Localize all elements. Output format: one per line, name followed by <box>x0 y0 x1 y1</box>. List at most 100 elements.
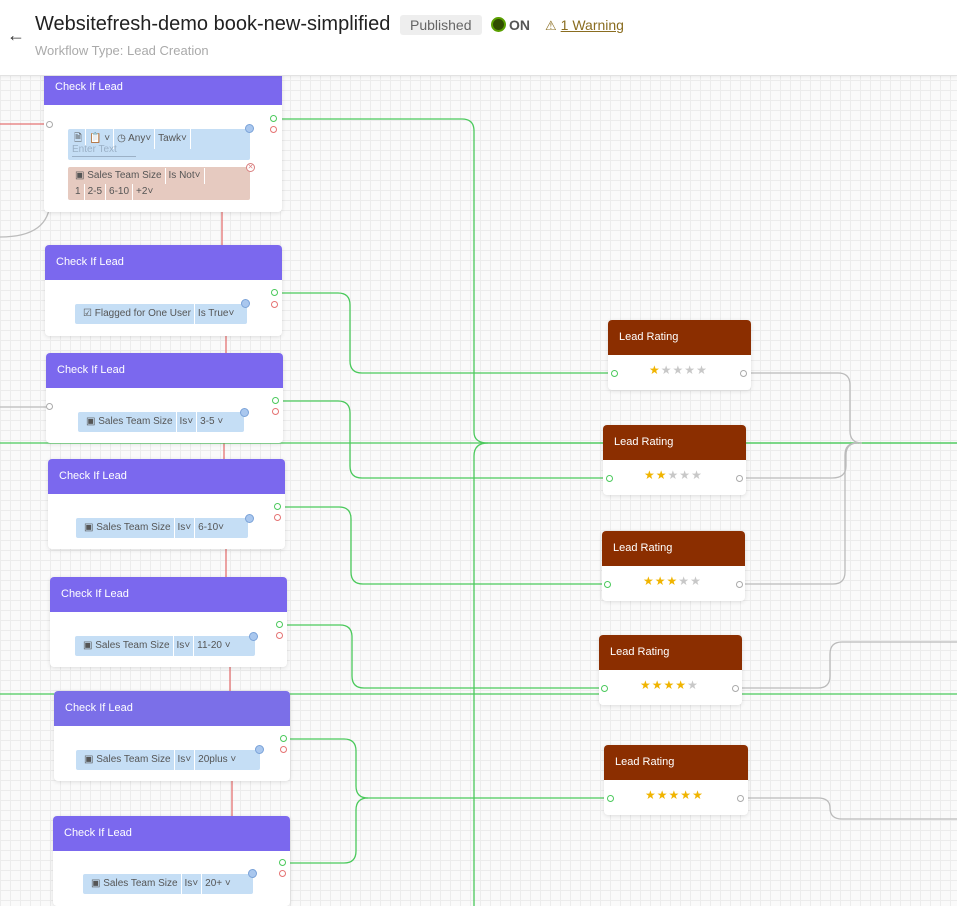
condition-rule[interactable]: 🗎📋 ˅◷ Any˅Tawk˅ Enter Text <box>68 129 250 160</box>
value-label: 6-10 <box>198 522 219 533</box>
input-port[interactable] <box>606 475 613 482</box>
value-chip[interactable]: 6-10 <box>106 184 134 200</box>
input-port[interactable] <box>611 370 618 377</box>
field-selector[interactable]: ☑ Flagged for One User <box>80 304 195 324</box>
operator-selector[interactable]: Is˅ <box>175 750 196 770</box>
output-port[interactable] <box>732 685 739 692</box>
field-selector[interactable]: ▣ Sales Team Size <box>80 636 174 656</box>
true-link <box>280 624 604 689</box>
toggle-on-icon[interactable] <box>491 17 506 32</box>
output-port[interactable] <box>740 370 747 377</box>
operator-selector[interactable]: Is˅ <box>174 636 195 656</box>
more-values[interactable]: +2˅ <box>136 186 154 197</box>
value-selector[interactable]: 3-5 ˅ <box>200 416 224 427</box>
operator-selector[interactable]: Is True˅ <box>197 308 235 319</box>
false-port[interactable] <box>272 408 279 415</box>
node-title: Lead Rating <box>599 635 742 670</box>
connect-port[interactable] <box>249 632 258 641</box>
connect-port[interactable] <box>240 408 249 417</box>
output-port[interactable] <box>736 475 743 482</box>
operator-selector[interactable]: Is Not˅ <box>166 168 205 184</box>
input-port[interactable] <box>607 795 614 802</box>
value-selector[interactable]: 20+ ˅ <box>205 878 231 889</box>
star-filled-icon: ★ <box>680 788 693 802</box>
file-icon[interactable]: 🗎 <box>71 129 87 149</box>
any-selector[interactable]: ◷ Any˅ <box>114 129 156 149</box>
false-port[interactable] <box>280 746 287 753</box>
connect-port[interactable] <box>245 514 254 523</box>
operator-selector[interactable]: Is˅ <box>182 874 203 894</box>
false-port[interactable] <box>279 870 286 877</box>
false-port[interactable] <box>270 126 277 133</box>
operator-selector[interactable]: Is˅ <box>177 412 198 432</box>
true-port[interactable] <box>280 735 287 742</box>
input-port[interactable] <box>604 581 611 588</box>
true-port[interactable] <box>272 397 279 404</box>
default-link <box>736 641 957 689</box>
remove-rule-icon[interactable]: ✕ <box>246 163 255 172</box>
enter-text-input[interactable]: Enter Text <box>72 144 136 157</box>
value-selector[interactable]: 11-20 ˅ <box>197 640 231 651</box>
value-chip[interactable]: 2-5 <box>85 184 107 200</box>
false-port[interactable] <box>276 632 283 639</box>
field-selector[interactable]: ▣ Sales Team Size <box>72 168 166 184</box>
true-port[interactable] <box>271 289 278 296</box>
star-empty-icon: ★ <box>690 574 702 588</box>
tawk-selector[interactable]: Tawk˅ <box>155 129 191 149</box>
true-link <box>274 118 957 444</box>
true-link <box>278 506 606 585</box>
connect-port[interactable] <box>248 869 257 878</box>
output-port[interactable] <box>737 795 744 802</box>
true-port[interactable] <box>276 621 283 628</box>
output-port[interactable] <box>736 581 743 588</box>
true-port[interactable] <box>279 859 286 866</box>
true-port[interactable] <box>270 115 277 122</box>
lead-rating-node[interactable]: Lead Rating ★★★★★ <box>603 425 746 495</box>
input-port[interactable] <box>46 403 53 410</box>
false-port[interactable] <box>274 514 281 521</box>
node-title: Check If Lead <box>45 245 282 280</box>
field-selector[interactable]: ▣ Sales Team Size <box>81 518 175 538</box>
field-selector[interactable]: ▣ Sales Team Size <box>81 750 175 770</box>
true-port[interactable] <box>274 503 281 510</box>
value-selector[interactable]: 6-10˅ <box>198 522 225 533</box>
field-selector[interactable]: ▣ Sales Team Size <box>83 412 177 432</box>
connect-port[interactable] <box>245 124 254 133</box>
star-empty-icon: ★ <box>687 678 699 692</box>
connect-port[interactable] <box>241 299 250 308</box>
node-title: Check If Lead <box>54 691 290 726</box>
back-arrow-icon[interactable]: ← <box>7 25 25 45</box>
lead-rating-node[interactable]: Lead Rating ★★★★★ <box>604 745 748 815</box>
value-selector[interactable]: 20plus ˅ <box>198 754 237 765</box>
star-filled-icon: ★ <box>654 574 667 588</box>
clipboard-icon[interactable]: 📋 ˅ <box>86 129 115 149</box>
check-if-lead-node[interactable]: Check If Lead 🗎📋 ˅◷ Any˅Tawk˅ Enter Text… <box>44 70 282 212</box>
operator-label: Is <box>184 878 193 889</box>
star-rating: ★★★★★ <box>649 363 708 377</box>
lead-rating-node[interactable]: Lead Rating ★★★★★ <box>599 635 742 705</box>
false-port[interactable] <box>271 301 278 308</box>
lead-rating-node[interactable]: Lead Rating ★★★★★ <box>602 531 745 601</box>
input-port[interactable] <box>601 685 608 692</box>
value-chip[interactable]: 1 <box>72 184 85 200</box>
lead-rating-node[interactable]: Lead Rating ★★★★★ <box>608 320 751 390</box>
field-selector[interactable]: ▣ Sales Team Size <box>88 874 182 894</box>
connect-port[interactable] <box>255 745 264 754</box>
operator-selector[interactable]: Is˅ <box>175 518 196 538</box>
warning-link[interactable]: ⚠1 Warning <box>545 17 624 34</box>
input-port[interactable] <box>46 121 53 128</box>
clock-icon: ◷ <box>117 133 126 144</box>
